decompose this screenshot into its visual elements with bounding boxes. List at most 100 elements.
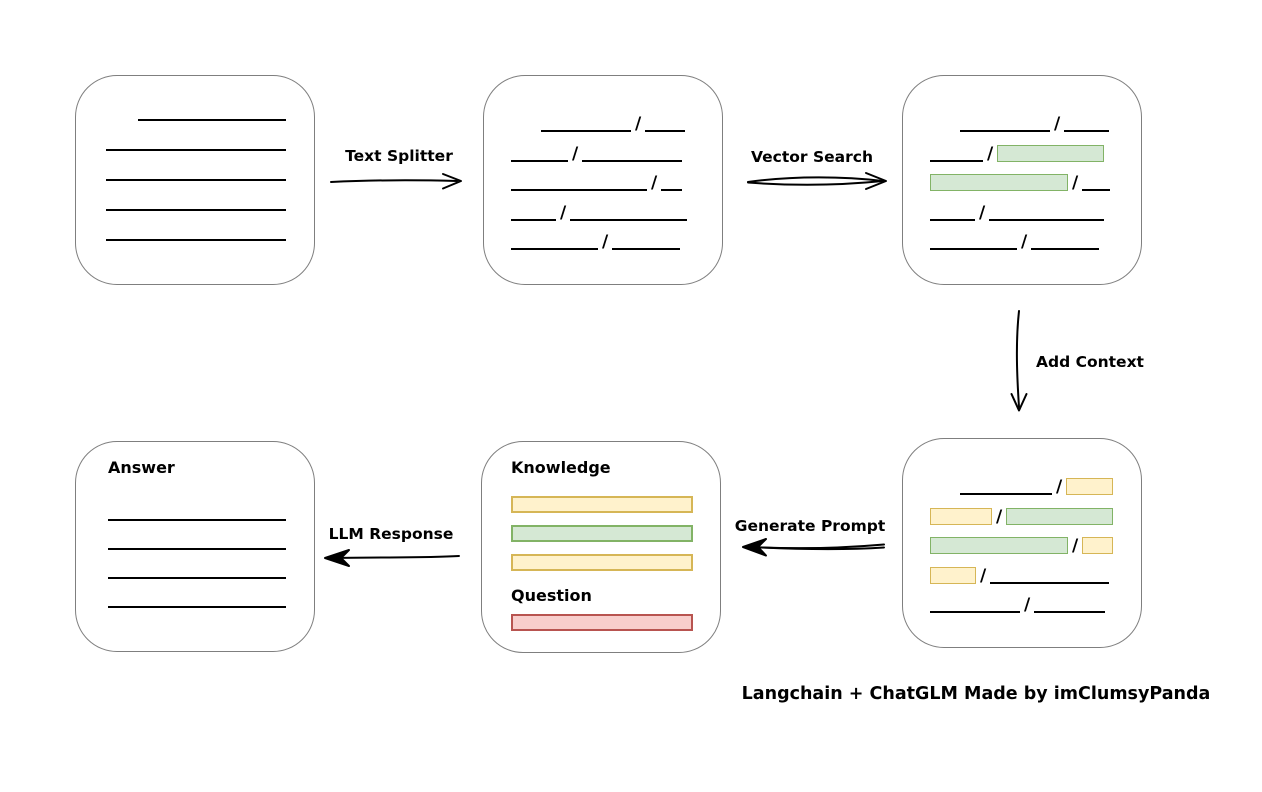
text-line-segment xyxy=(960,493,1052,495)
chunk-highlight-yellow xyxy=(930,566,976,584)
text-line-segment xyxy=(645,130,686,132)
llm-response-label: LLM Response xyxy=(328,525,454,543)
chunk-row: / xyxy=(930,507,1115,525)
text-line-segment xyxy=(511,248,598,250)
text-splitter-label: Text Splitter xyxy=(345,147,453,165)
chunk-row: / xyxy=(930,232,1115,252)
prompt-box: Knowledge Question xyxy=(481,441,721,653)
text-line xyxy=(108,606,286,608)
text-line xyxy=(106,239,286,241)
answer-title: Answer xyxy=(108,458,175,477)
knowledge-title: Knowledge xyxy=(511,458,611,477)
chunk-rows: / / / / / xyxy=(903,439,1141,615)
text-line-segment xyxy=(1064,130,1110,132)
text-line-segment xyxy=(1082,189,1111,191)
text-line-segment xyxy=(511,159,568,162)
text-line-segment xyxy=(541,130,631,132)
slash-separator: / xyxy=(1024,595,1031,615)
red-bar xyxy=(511,614,693,631)
text-line xyxy=(108,548,286,550)
vector-search-arrow xyxy=(747,172,887,190)
text-line-segment xyxy=(930,159,983,162)
slash-separator: / xyxy=(1072,536,1079,556)
chunk-row: / xyxy=(511,203,696,221)
yellow-bar xyxy=(511,496,693,513)
chunk-row: / xyxy=(541,114,696,134)
context-added-box: / / / / / xyxy=(902,438,1142,648)
split-chunks-box: / / / / / xyxy=(483,75,723,285)
chunk-highlight-green xyxy=(1006,507,1114,525)
question-title: Question xyxy=(511,586,592,605)
add-context-arrow xyxy=(1010,310,1028,412)
green-bar xyxy=(511,525,693,542)
text-line-segment xyxy=(990,581,1110,584)
text-line-segment xyxy=(570,218,688,221)
answer-lines xyxy=(108,519,286,608)
chunk-row: / xyxy=(930,536,1115,556)
chunk-highlight-green xyxy=(930,537,1068,554)
chunk-highlight-green xyxy=(930,174,1068,191)
chunk-row: / xyxy=(930,566,1115,584)
text-line xyxy=(106,209,286,211)
text-line-segment xyxy=(511,218,556,221)
slash-separator: / xyxy=(635,114,642,134)
slash-separator: / xyxy=(979,202,986,223)
slash-separator: / xyxy=(1021,232,1028,252)
vector-matched-box: / / / / / xyxy=(902,75,1142,285)
chunk-row: / xyxy=(930,203,1115,221)
slash-separator: / xyxy=(996,506,1003,527)
chunk-rows: / / / / / xyxy=(903,76,1141,252)
yellow-bar xyxy=(511,554,693,571)
chunk-row: / xyxy=(930,595,1115,615)
chunk-highlight-yellow xyxy=(1066,478,1114,495)
text-line-segment xyxy=(930,248,1017,250)
slash-separator: / xyxy=(572,143,579,164)
chunk-highlight-yellow xyxy=(930,507,992,525)
chunk-row: / xyxy=(930,144,1115,162)
chunk-row: / xyxy=(960,477,1115,497)
answer-box: Answer xyxy=(75,441,315,652)
text-line-segment xyxy=(612,248,681,250)
chunk-rows: / / / / / xyxy=(484,76,722,252)
text-line-segment xyxy=(582,159,683,162)
slash-separator: / xyxy=(1072,173,1079,193)
text-line xyxy=(106,179,286,181)
chunk-row: / xyxy=(511,144,696,162)
source-document-box xyxy=(75,75,315,285)
vector-search-label: Vector Search xyxy=(751,148,873,166)
chunk-row: / xyxy=(930,173,1115,193)
generate-prompt-arrow xyxy=(742,538,885,557)
chunk-highlight-yellow xyxy=(1082,537,1114,554)
chunk-row: / xyxy=(511,173,696,193)
chunk-highlight-green xyxy=(997,144,1105,162)
text-line-segment xyxy=(1034,611,1106,613)
knowledge-bars xyxy=(511,496,693,571)
text-line xyxy=(138,119,286,121)
text-splitter-arrow xyxy=(330,173,462,190)
text-line xyxy=(106,149,286,151)
question-bars xyxy=(511,614,693,631)
text-line-segment xyxy=(930,611,1020,613)
slash-separator: / xyxy=(987,143,994,164)
text-line xyxy=(108,577,286,579)
slash-separator: / xyxy=(602,232,609,252)
text-line-segment xyxy=(1031,248,1100,250)
add-context-label: Add Context xyxy=(1036,353,1144,371)
chunk-row: / xyxy=(511,232,696,252)
slash-separator: / xyxy=(980,565,987,586)
chunk-row: / xyxy=(960,114,1115,134)
slash-separator: / xyxy=(560,202,567,223)
text-line-segment xyxy=(989,218,1105,221)
slash-separator: / xyxy=(651,173,658,193)
text-line-segment xyxy=(511,189,647,191)
text-line-segment xyxy=(661,189,683,191)
credit-text: Langchain + ChatGLM Made by imClumsyPand… xyxy=(741,684,1211,704)
slash-separator: / xyxy=(1056,477,1063,497)
document-lines xyxy=(76,76,314,241)
text-line-segment xyxy=(960,130,1050,132)
slash-separator: / xyxy=(1054,114,1061,134)
text-line-segment xyxy=(930,218,975,221)
llm-response-arrow xyxy=(324,549,460,567)
generate-prompt-label: Generate Prompt xyxy=(734,517,886,535)
